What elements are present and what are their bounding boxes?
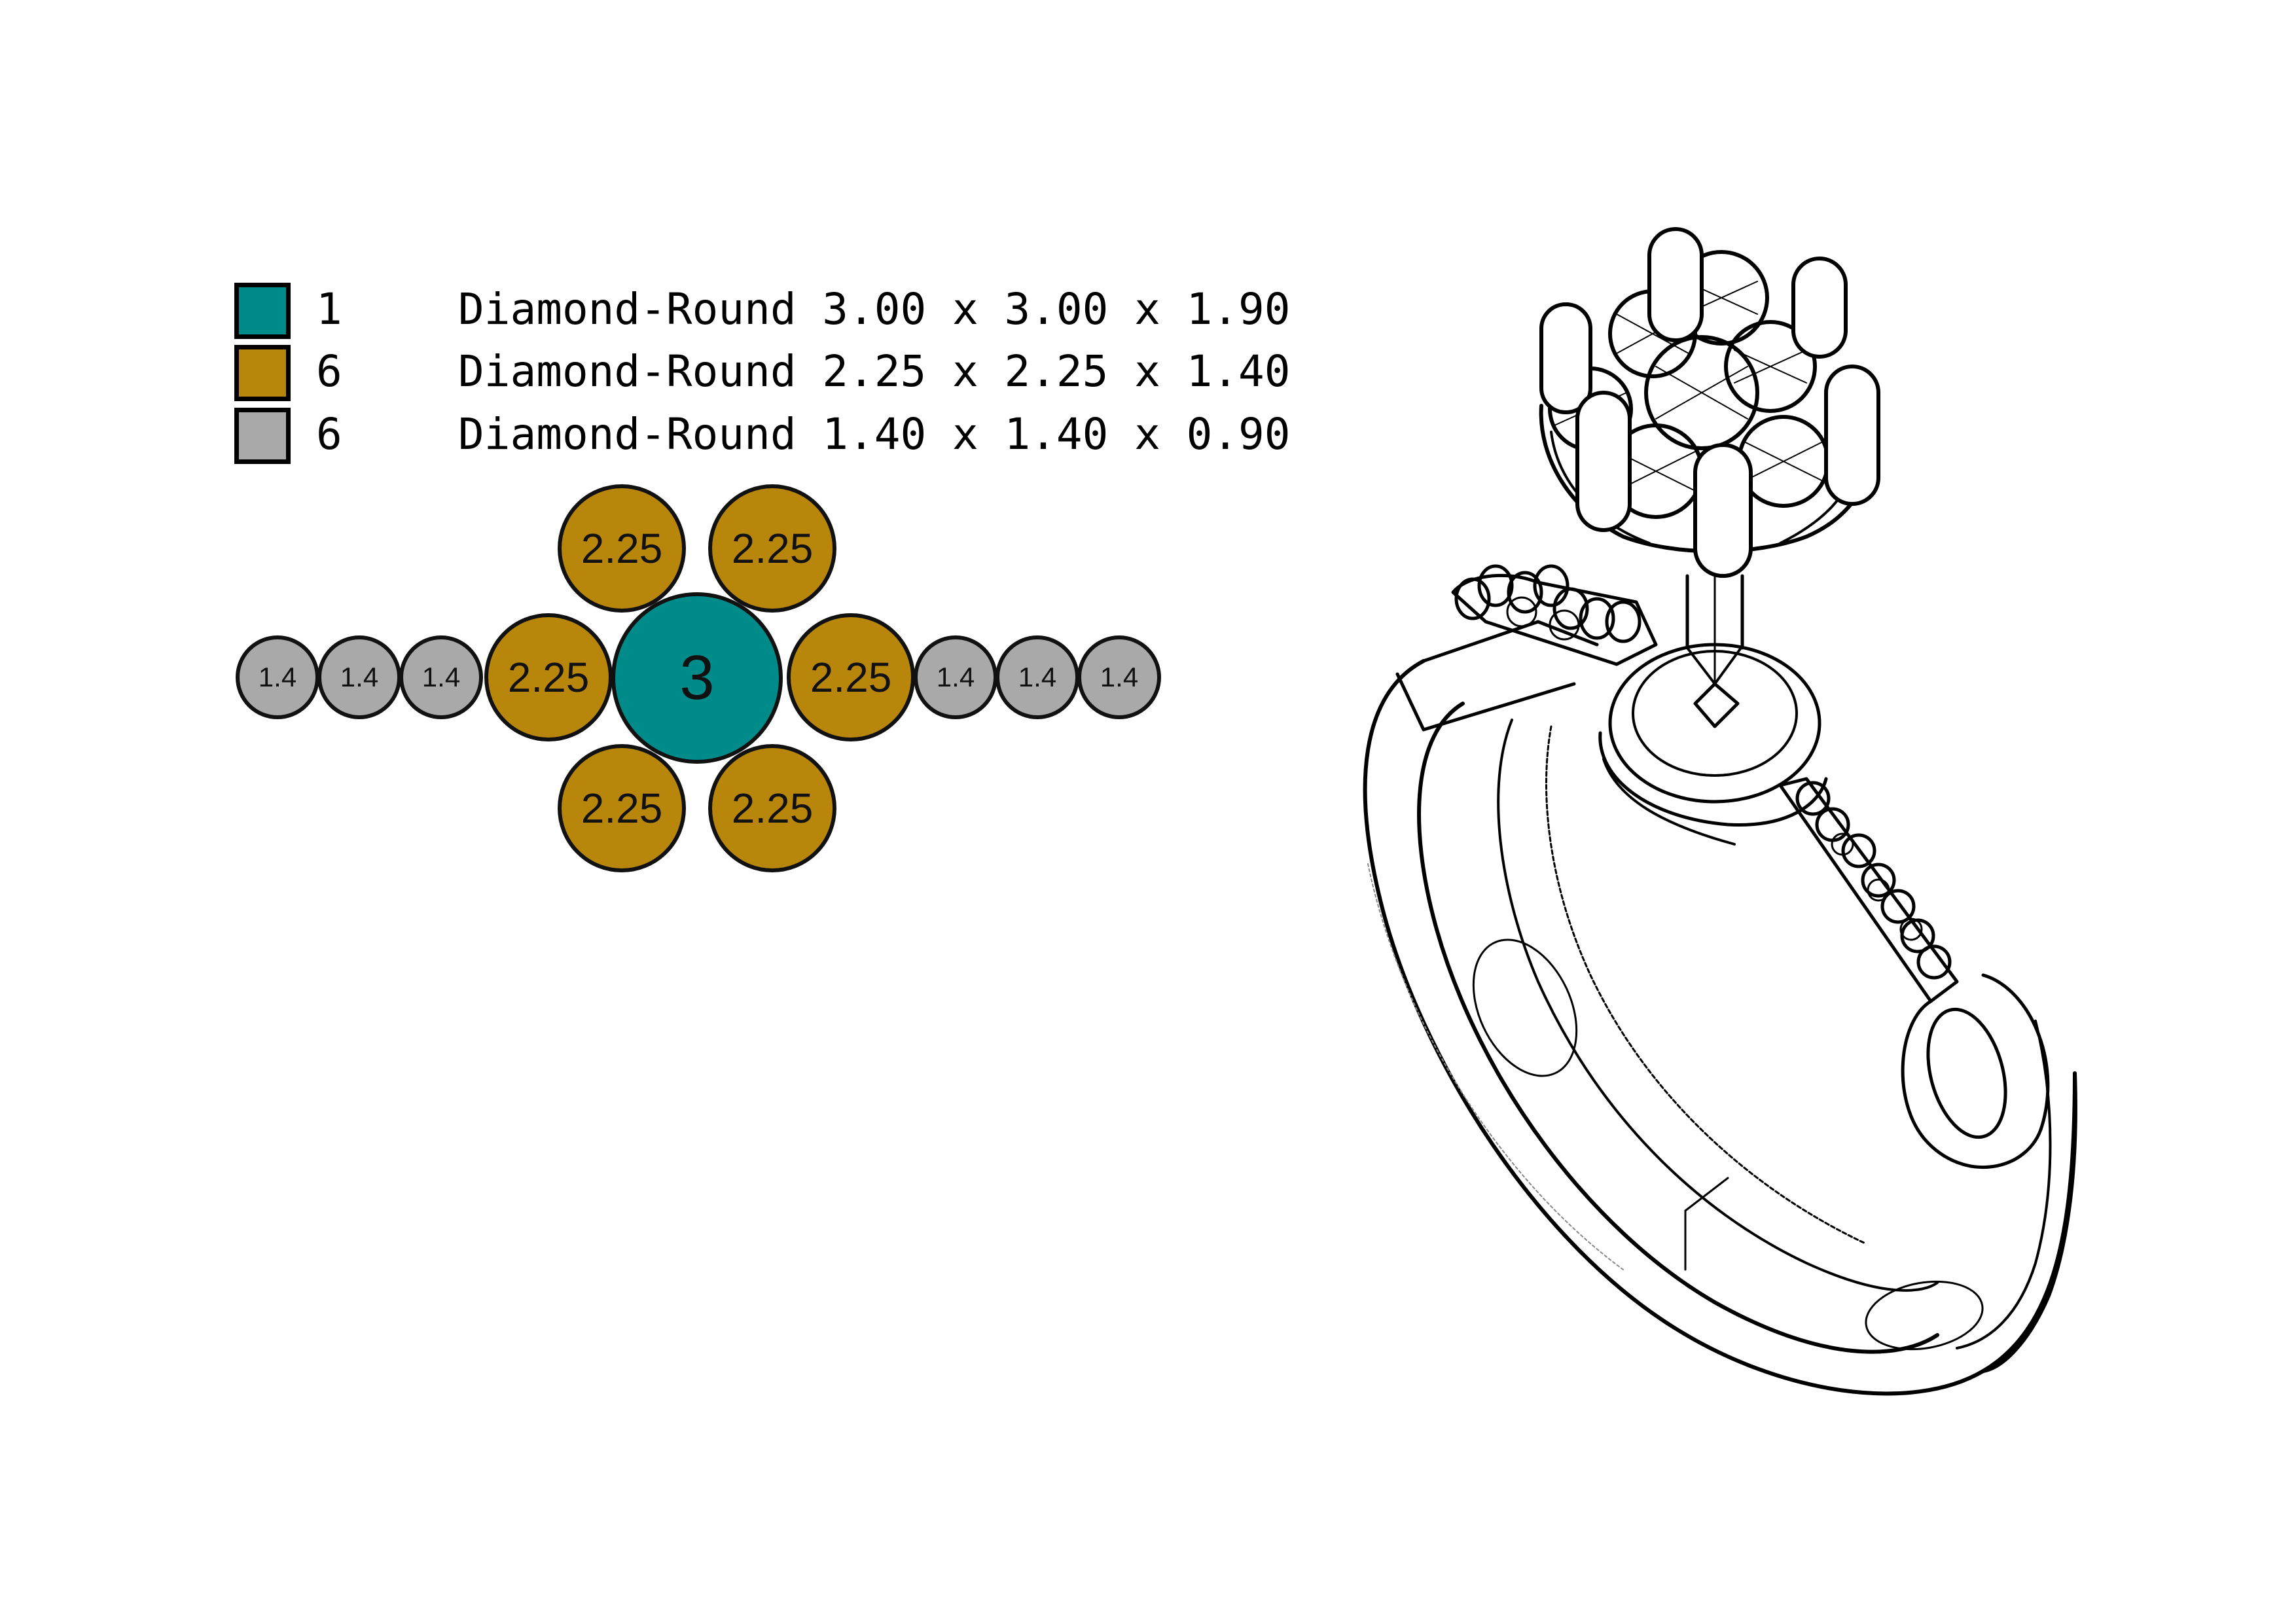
- legend-row-center-stone: 1 Diamond-Round 3.00 x 3.00 x 1.90: [234, 283, 1412, 339]
- stone-description: Diamond-Round 1.40 x 1.40 x 0.90: [458, 409, 1291, 459]
- stone-count: 1: [316, 284, 342, 334]
- right-shoulder-pave: [1778, 777, 2050, 1169]
- accent-stone-top-left: 2.25: [558, 484, 686, 613]
- cluster-head: [1539, 227, 1880, 578]
- grey-swatch: [234, 408, 291, 464]
- head-stem: [1685, 574, 1744, 685]
- accent-stone-bottom-right: 2.25: [708, 744, 836, 872]
- accent-stone-right: 2.25: [787, 613, 915, 741]
- side-stone-left-3: 1.4: [399, 635, 483, 719]
- center-seat: [1598, 643, 1828, 846]
- accent-stone-left: 2.25: [484, 613, 613, 741]
- accent-stone-bottom-left: 2.25: [558, 744, 686, 872]
- stone-description: Diamond-Round 2.25 x 2.25 x 1.40: [458, 346, 1291, 397]
- accent-stone-top-right: 2.25: [708, 484, 836, 613]
- teal-swatch: [234, 283, 291, 339]
- ring-band: [1363, 620, 2077, 1396]
- side-stone-right-2: 1.4: [996, 635, 1079, 719]
- center-stone: 3: [611, 592, 783, 764]
- side-stone-left-1: 1.4: [236, 635, 319, 719]
- gold-swatch: [234, 345, 291, 401]
- left-shoulder-pave: [1451, 564, 1658, 666]
- legend-row-accent-stones: 6 Diamond-Round 2.25 x 2.25 x 1.40: [234, 345, 1412, 401]
- side-stone-left-2: 1.4: [317, 635, 401, 719]
- side-stone-right-3: 1.4: [1077, 635, 1161, 719]
- stone-count: 6: [316, 409, 342, 459]
- legend-row-side-stones: 6 Diamond-Round 1.40 x 1.40 x 0.90: [234, 408, 1412, 464]
- stone-description: Diamond-Round 3.00 x 3.00 x 1.90: [458, 284, 1291, 334]
- stone-count: 6: [316, 346, 342, 397]
